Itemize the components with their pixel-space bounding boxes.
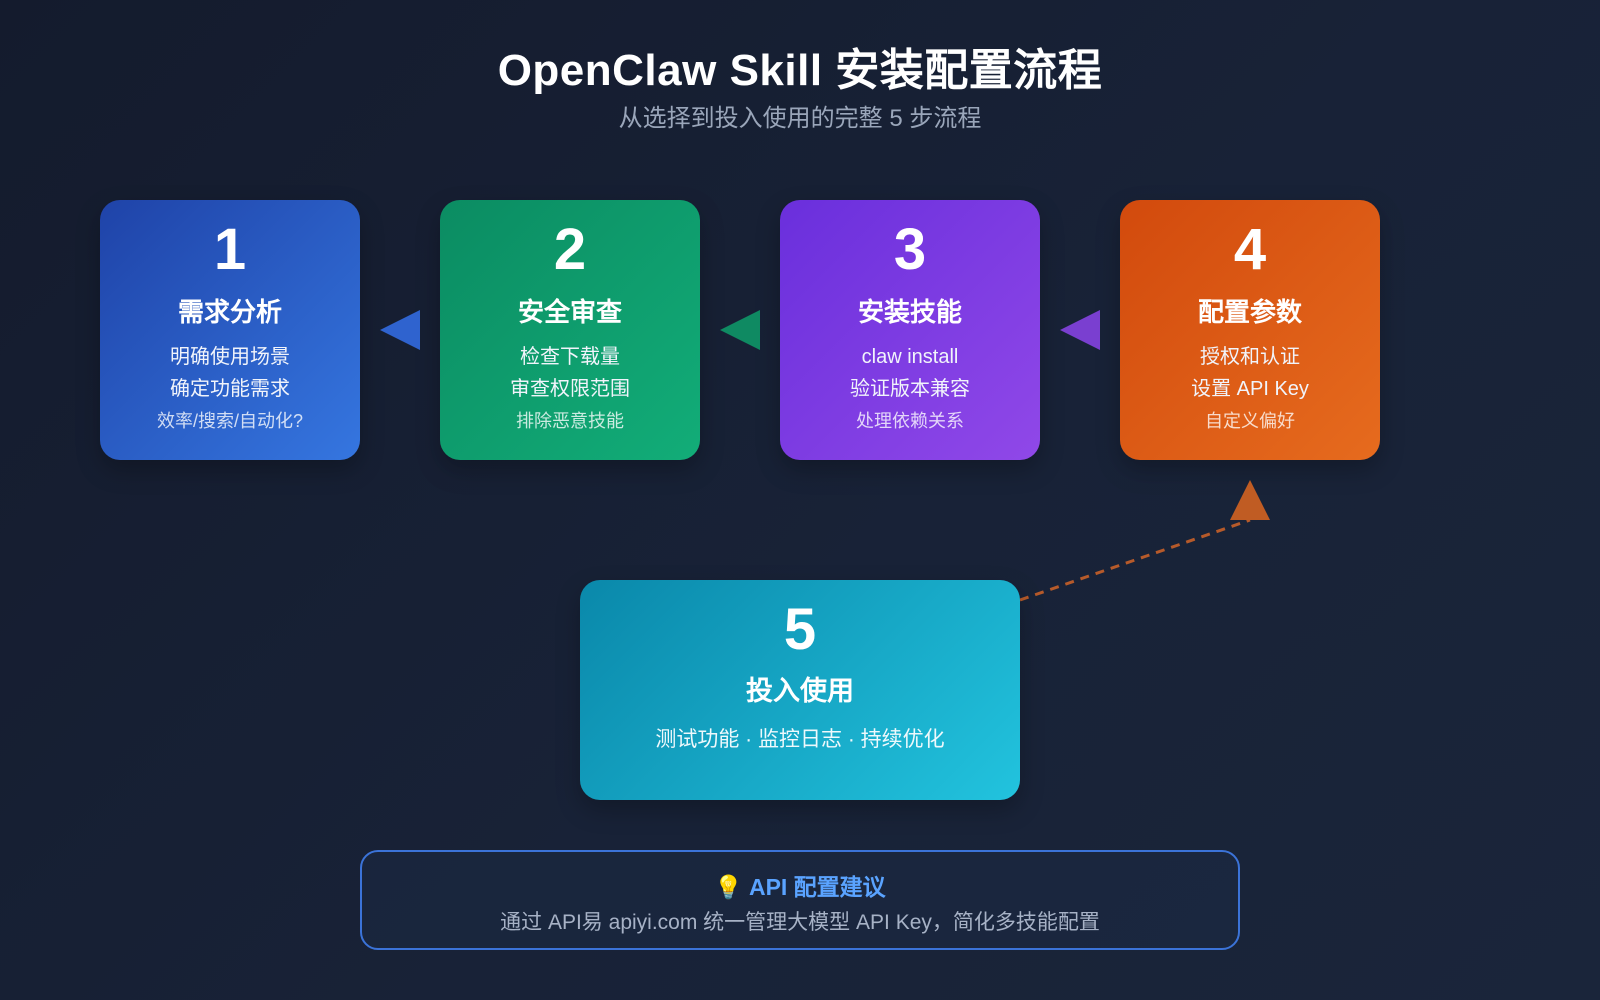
step-title: 投入使用 — [746, 676, 854, 706]
step-detail: 审查权限范围 — [510, 378, 630, 400]
tip-title-text: API 配置建议 — [748, 874, 886, 900]
step-detail: claw install — [861, 346, 959, 368]
step-detail: 设置 API Key — [1191, 378, 1309, 400]
arrow-left-icon — [720, 310, 760, 350]
api-tip-box: 💡API 配置建议 通过 API易 apiyi.com 统一管理大模型 API … — [360, 850, 1240, 950]
step-note: 排除恶意技能 — [516, 411, 624, 431]
step-number: 1 — [213, 217, 247, 282]
step-note: 效率/搜索/自动化? — [156, 411, 303, 431]
step-detail: 检查下载量 — [520, 346, 620, 368]
step-number: 3 — [893, 217, 927, 282]
step-detail: 确定功能需求 — [170, 378, 290, 400]
step-card-2: 2 安全审查 检查下载量 审查权限范围 排除恶意技能 — [440, 200, 700, 460]
page-title: OpenClaw Skill 安装配置流程 — [497, 46, 1103, 95]
step-detail: 授权和认证 — [1200, 346, 1300, 368]
tip-title: 💡API 配置建议 — [362, 872, 1238, 902]
tip-text: 通过 API易 apiyi.com 统一管理大模型 API Key，简化多技能配… — [500, 911, 1100, 934]
step-note: 处理依赖关系 — [856, 411, 964, 431]
step-title: 安全审查 — [517, 297, 622, 327]
step-title: 需求分析 — [177, 297, 282, 327]
step-card-5: 5 投入使用 测试功能 · 监控日志 · 持续优化 — [580, 580, 1020, 800]
dashed-connector — [1019, 518, 1251, 602]
step-card-3: 3 安装技能 claw install 验证版本兼容 处理依赖关系 — [780, 200, 1040, 460]
step-number: 4 — [1233, 217, 1267, 282]
step-number: 2 — [553, 217, 587, 282]
step-detail: 验证版本兼容 — [850, 378, 970, 400]
arrow-left-icon — [1060, 310, 1100, 350]
arrow-up-icon — [1230, 480, 1270, 520]
step-title: 安装技能 — [857, 297, 962, 327]
step-detail: 明确使用场景 — [170, 346, 290, 368]
lightbulb-icon: 💡 — [714, 874, 743, 900]
step-title: 配置参数 — [1197, 297, 1302, 327]
step-detail: 测试功能 · 监控日志 · 持续优化 — [655, 728, 945, 751]
step-card-1: 1 需求分析 明确使用场景 确定功能需求 效率/搜索/自动化? — [100, 200, 360, 460]
step-number: 5 — [783, 597, 817, 662]
page-subtitle: 从选择到投入使用的完整 5 步流程 — [618, 105, 982, 132]
step-card-4: 4 配置参数 授权和认证 设置 API Key 自定义偏好 — [1120, 200, 1380, 460]
arrow-left-icon — [380, 310, 420, 350]
step-note: 自定义偏好 — [1205, 411, 1295, 431]
